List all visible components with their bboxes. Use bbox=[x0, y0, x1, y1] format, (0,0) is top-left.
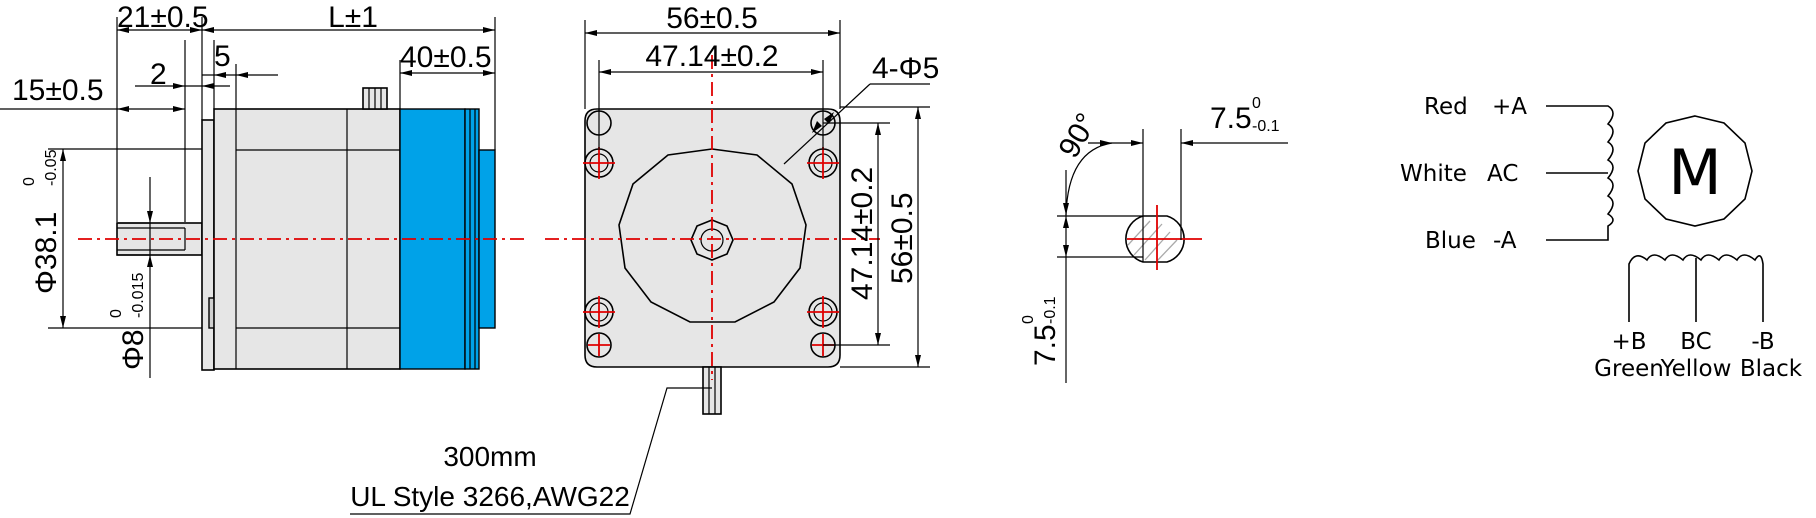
dim-47-w: 47.14±0.2 bbox=[645, 40, 778, 73]
dim-21: 21±0.5 bbox=[117, 1, 209, 34]
dim-56-w: 56±0.5 bbox=[666, 2, 758, 35]
dim-angle: 90° bbox=[1052, 108, 1103, 164]
dim-dia-shaft-lower: -0.015 bbox=[130, 273, 147, 318]
wiring-diagram: M Red +A White AC Blue -A +B Green BC Ye… bbox=[1400, 94, 1803, 382]
motor-symbol bbox=[1637, 115, 1753, 227]
dim-flat: 7.5 bbox=[1210, 102, 1252, 135]
coil-b-black-color: Black bbox=[1740, 356, 1803, 382]
dim-15: 15±0.5 bbox=[12, 74, 104, 107]
dim-2: 2 bbox=[150, 58, 167, 91]
cable-length: 300mm bbox=[443, 441, 536, 472]
dim-5: 5 bbox=[214, 40, 231, 73]
front-view: 56±0.5 47.14±0.2 4-Φ5 47.14±0.2 56±0.5 bbox=[350, 2, 939, 515]
coil-a-white-color: White bbox=[1400, 161, 1467, 187]
shaft-flat-profile bbox=[1125, 215, 1185, 263]
dim-dia-shaft: Φ8 bbox=[117, 329, 150, 370]
coil-b-yellow-signal: BC bbox=[1680, 329, 1711, 355]
front-shaft-hex bbox=[690, 219, 734, 261]
coil-a-red-signal: +A bbox=[1492, 94, 1527, 120]
dim-47-h: 47.14±0.2 bbox=[846, 167, 879, 300]
coil-b-green-signal: +B bbox=[1611, 329, 1646, 355]
dim-dia-body: Φ38.1 bbox=[30, 212, 63, 294]
dim-holes: 4-Φ5 bbox=[872, 52, 939, 85]
dim-flat-v-upper: 0 bbox=[1020, 315, 1037, 324]
coil-b-green-color: Green bbox=[1594, 356, 1664, 382]
dim-flat-upper: 0 bbox=[1252, 95, 1261, 112]
coil-a-white-signal: AC bbox=[1487, 161, 1518, 187]
cable-spec: UL Style 3266,AWG22 bbox=[350, 481, 630, 512]
coil-a-blue-signal: -A bbox=[1493, 228, 1517, 254]
shaft-detail: 7.5 0 -0.1 90° 7.5 0 -0.1 bbox=[1020, 95, 1288, 383]
coil-b-yellow-color: Yellow bbox=[1660, 356, 1732, 382]
side-view: 21±0.5 L±1 2 5 40±0.5 15±0.5 bbox=[0, 1, 525, 378]
dim-dia-body-lower: -0.05 bbox=[43, 149, 60, 186]
dim-flat-v: 7.5 bbox=[1029, 324, 1062, 366]
dim-dia-shaft-upper: 0 bbox=[108, 309, 125, 318]
front-boss bbox=[618, 148, 807, 323]
dim-flat-v-lower: -0.1 bbox=[1042, 296, 1059, 324]
dim-dia-body-upper: 0 bbox=[21, 177, 38, 186]
dim-flat-lower: -0.1 bbox=[1252, 118, 1280, 135]
coil-a-red-color: Red bbox=[1424, 94, 1468, 120]
coil-a-blue-color: Blue bbox=[1425, 228, 1476, 254]
coil-b-black-signal: -B bbox=[1751, 329, 1774, 355]
mounting-hole-bl bbox=[583, 296, 615, 358]
dim-56-h: 56±0.5 bbox=[886, 192, 919, 284]
dim-40: 40±0.5 bbox=[400, 41, 492, 74]
dim-L: L±1 bbox=[328, 1, 378, 34]
lead-exit-bottom bbox=[702, 366, 722, 415]
motor-symbol-letter: M bbox=[1668, 136, 1722, 209]
flange bbox=[201, 119, 215, 371]
